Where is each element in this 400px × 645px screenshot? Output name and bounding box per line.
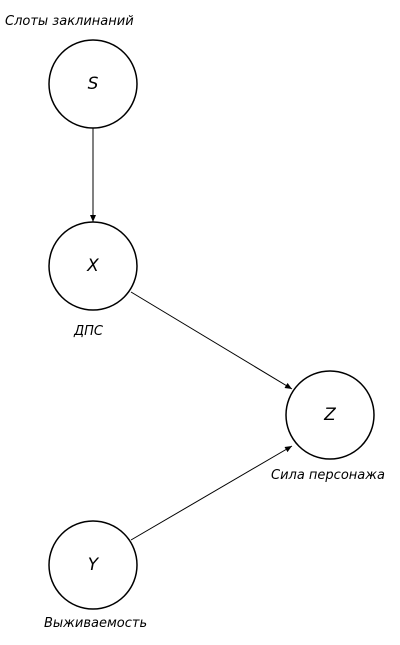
node-y-letter: Y [88,555,100,575]
node-x-caption: ДПС [73,324,104,339]
node-s-caption: Слоты заклинаний [5,14,134,29]
node-s-letter: S [88,74,99,94]
node-x: X [48,221,138,311]
node-z: Z [285,370,375,460]
node-y-circle [48,520,138,610]
node-y-caption: Выживаемость [44,616,147,631]
edge-x-to-z [130,291,293,390]
node-x-circle [48,221,138,311]
node-z-circle [285,370,375,460]
node-y: Y [48,520,138,610]
node-s: S [48,39,138,129]
node-s-circle [48,39,138,129]
node-z-letter: Z [323,405,336,425]
node-x-letter: X [86,256,99,276]
node-z-caption: Сила персонажа [271,468,385,483]
edge-y-to-z [130,445,293,541]
